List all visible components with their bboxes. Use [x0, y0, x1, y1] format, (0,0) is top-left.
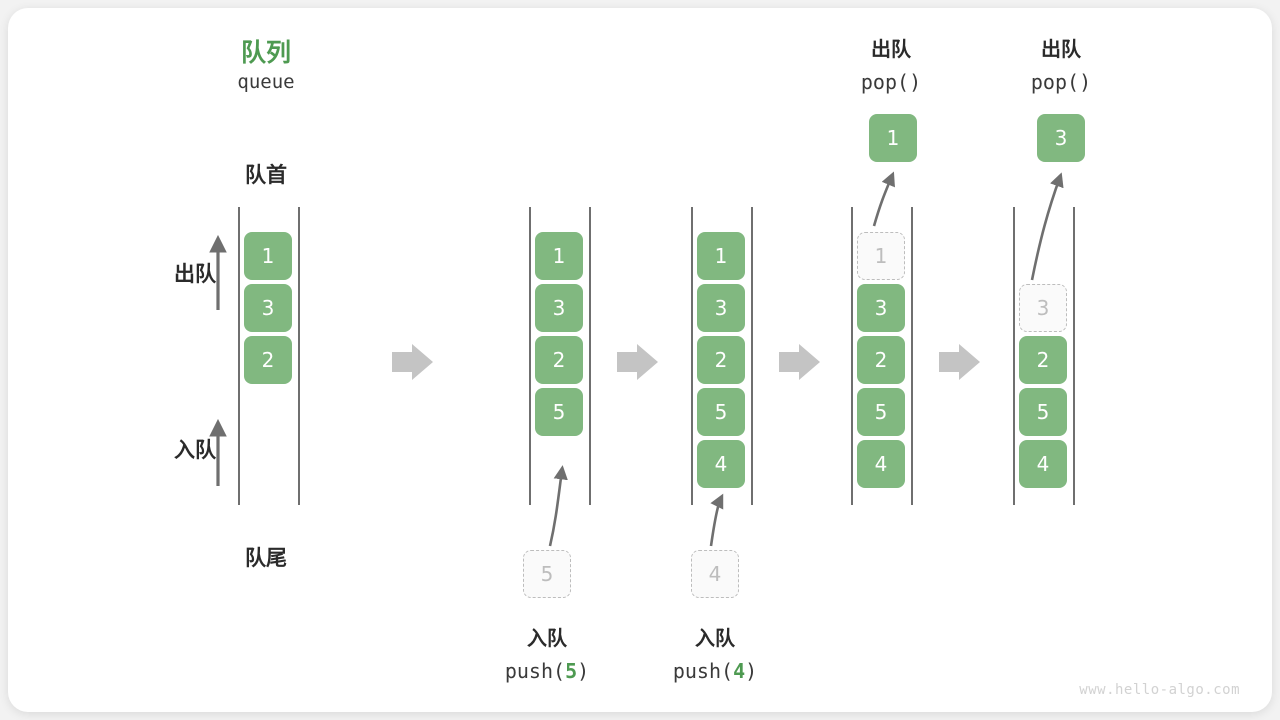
- queue-cell: 5: [535, 388, 583, 436]
- queue-cell: 1: [535, 232, 583, 280]
- pop3-label-cn: 出队: [1041, 37, 1081, 61]
- diagram-title-cn: 队列: [240, 38, 291, 67]
- push4-code: push(4): [655, 659, 775, 683]
- queue-rail-left: [691, 207, 693, 505]
- queue-cell-ghost: 3: [1019, 284, 1067, 332]
- queue-cell: 3: [244, 284, 292, 332]
- queue-front-label: 队首: [245, 163, 287, 187]
- queue-rail-left: [851, 207, 853, 505]
- queue-cell: 3: [697, 284, 745, 332]
- queue-cell: 2: [857, 336, 905, 384]
- queue-cell: 2: [1019, 336, 1067, 384]
- pop1-code-suffix: ): [909, 70, 922, 94]
- pop1-label-cn: 出队: [871, 37, 911, 61]
- queue-cell: 1: [244, 232, 292, 280]
- push5-code: push(5): [487, 659, 607, 683]
- push4-code-suffix: ): [745, 659, 758, 683]
- step-arrow-3-icon: [779, 344, 820, 380]
- step-arrow-1-icon: [392, 344, 433, 380]
- queue-rail-left: [238, 207, 240, 505]
- pop1-arrow-icon: [872, 171, 895, 227]
- watermark: www.hello-algo.com: [1079, 682, 1240, 698]
- queue-cell: 3: [857, 284, 905, 332]
- queue-rail-right: [1073, 207, 1075, 505]
- push4-code-prefix: push(: [672, 659, 734, 683]
- queue-cell: 5: [1019, 388, 1067, 436]
- queue-cell: 3: [535, 284, 583, 332]
- push4-code-value: 4: [733, 659, 746, 683]
- push5-code-suffix: ): [577, 659, 590, 683]
- push4-label-cn: 入队: [695, 626, 735, 650]
- queue-rail-right: [298, 207, 300, 505]
- diagram-title-en: queue: [237, 71, 295, 93]
- queue-rail-left: [1013, 207, 1015, 505]
- step-arrow-2-icon: [617, 344, 658, 380]
- dequeue-direction-label: 出队: [174, 262, 216, 286]
- pop3-code: pop(): [1001, 70, 1121, 94]
- pop3-code-suffix: ): [1079, 70, 1092, 94]
- pop3-code-prefix: pop(: [1030, 70, 1080, 94]
- queue-cell-ghost: 1: [857, 232, 905, 280]
- queue-rail-right: [589, 207, 591, 505]
- push5-code-prefix: push(: [504, 659, 566, 683]
- queue-cell: 2: [697, 336, 745, 384]
- queue-rail-right: [911, 207, 913, 505]
- push5-label-cn: 入队: [527, 626, 567, 650]
- push4-arrow-icon: [709, 493, 724, 547]
- floating-push-value-5: 5: [523, 550, 571, 598]
- push5-arrow-icon: [548, 465, 568, 547]
- queue-cell: 4: [697, 440, 745, 488]
- pop1-code: pop(): [831, 70, 951, 94]
- queue-rear-label: 队尾: [245, 546, 287, 570]
- step-arrow-4-icon: [939, 344, 980, 380]
- floating-push-value-4: 4: [691, 550, 739, 598]
- queue-rail-right: [751, 207, 753, 505]
- queue-cell: 5: [857, 388, 905, 436]
- queue-cell: 2: [535, 336, 583, 384]
- queue-cell: 1: [697, 232, 745, 280]
- push5-code-value: 5: [565, 659, 578, 683]
- queue-cell: 2: [244, 336, 292, 384]
- floating-pop-value-3: 3: [1037, 114, 1085, 162]
- floating-pop-value-1: 1: [869, 114, 917, 162]
- queue-cell: 5: [697, 388, 745, 436]
- pop3-arrow-icon: [1030, 172, 1064, 281]
- pop1-code-prefix: pop(: [860, 70, 910, 94]
- queue-rail-left: [529, 207, 531, 505]
- queue-cell: 4: [857, 440, 905, 488]
- enqueue-direction-label: 入队: [174, 438, 216, 462]
- queue-cell: 4: [1019, 440, 1067, 488]
